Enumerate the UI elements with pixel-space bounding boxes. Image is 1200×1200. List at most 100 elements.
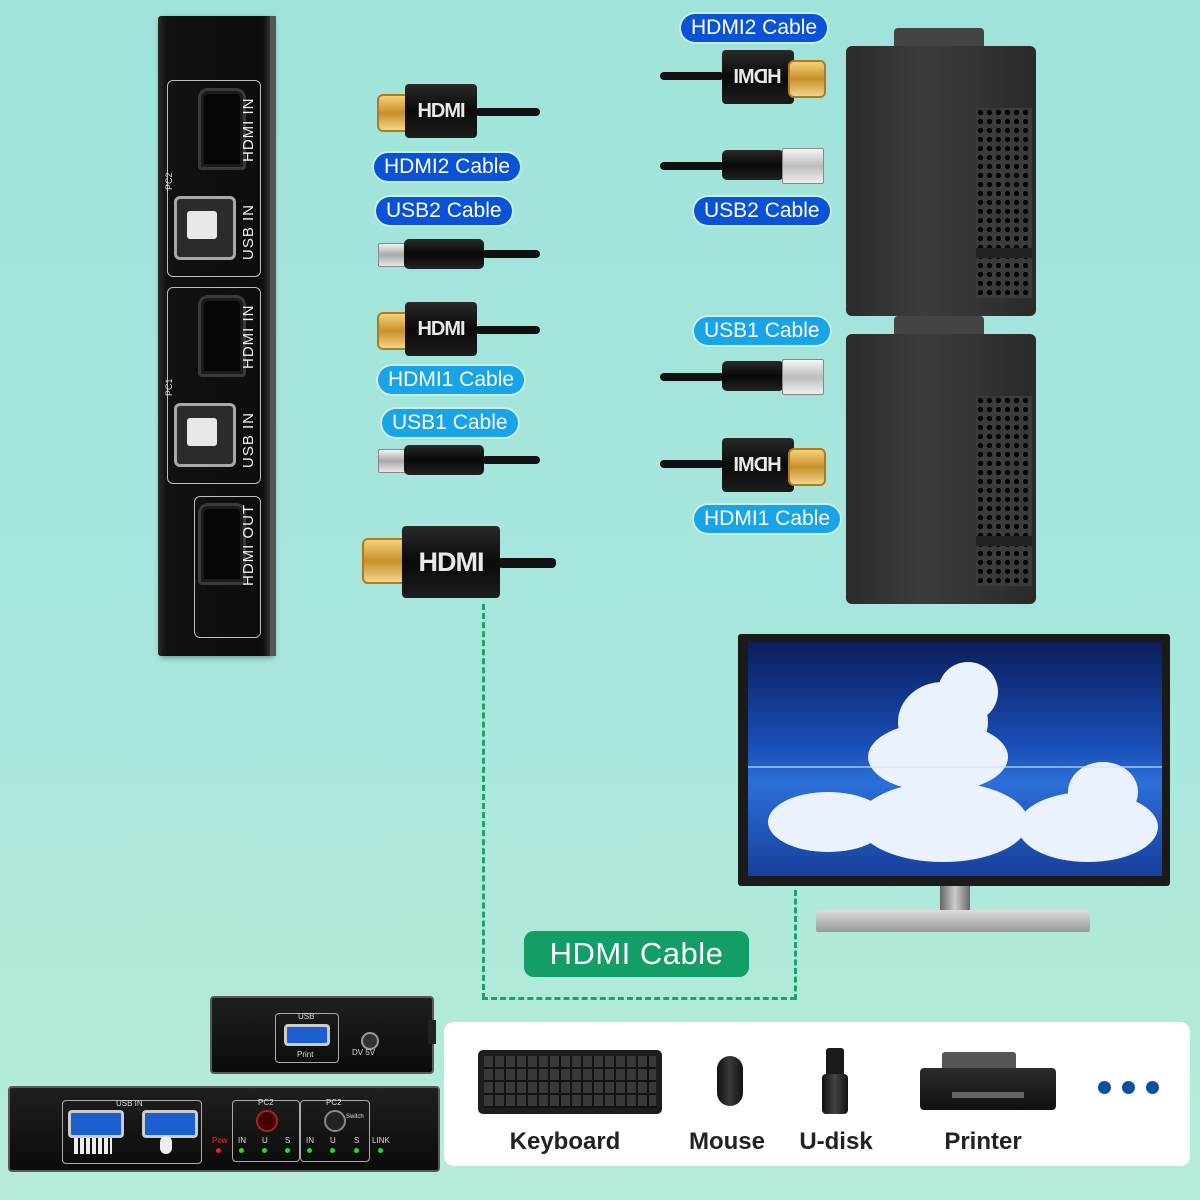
monitor-stand-base bbox=[816, 910, 1090, 932]
switch-label: Switch bbox=[346, 1114, 364, 1120]
in-label-a: IN bbox=[238, 1136, 246, 1145]
usb2-right-plug-metal bbox=[782, 148, 824, 184]
hdmi-out-port[interactable] bbox=[198, 503, 246, 585]
more-dot-2 bbox=[1122, 1081, 1135, 1094]
pc1-hdmi-in-port[interactable] bbox=[198, 295, 246, 377]
hdmi-out-cord bbox=[498, 558, 556, 568]
u-label-b: U bbox=[330, 1136, 336, 1145]
power-led bbox=[216, 1148, 221, 1153]
hdmi-out-label: HDMI OUT bbox=[240, 503, 257, 586]
usb1-cable-label-left: USB1 Cable bbox=[382, 409, 518, 437]
pc1-usb-in-port[interactable] bbox=[174, 403, 236, 467]
pc2-hdmi-in-port[interactable] bbox=[198, 88, 246, 170]
print-usb-port[interactable] bbox=[284, 1024, 330, 1046]
led-s-b bbox=[354, 1148, 359, 1153]
more-dot-3 bbox=[1146, 1081, 1159, 1094]
s-label-b: S bbox=[354, 1136, 360, 1145]
usb2-right-cord bbox=[660, 162, 724, 170]
hdmi-cable-label: HDMI Cable bbox=[524, 931, 749, 977]
pc1-usb-in-label: USB IN bbox=[240, 411, 257, 468]
in-label-b: IN bbox=[306, 1136, 314, 1145]
hdmi-out-port-group bbox=[194, 496, 261, 638]
link-led bbox=[378, 1148, 383, 1153]
hdmi1-cable-label-left: HDMI1 Cable bbox=[378, 366, 525, 394]
led-u-b bbox=[330, 1148, 335, 1153]
usb1-cord bbox=[482, 456, 540, 464]
pc1-tower bbox=[846, 316, 1046, 604]
printer-icon bbox=[942, 1052, 1016, 1070]
usb2-cable-label-right: USB2 Cable bbox=[694, 197, 830, 225]
usb1-plug-metal bbox=[378, 449, 408, 473]
hdmi1-right-cord bbox=[660, 460, 724, 468]
pc2-usb-in-port[interactable] bbox=[174, 196, 236, 260]
dc-power-jack[interactable] bbox=[361, 1032, 379, 1050]
pc2-hdmi-in-label: HDMI IN bbox=[240, 97, 257, 163]
pc2-tag: PC2 bbox=[164, 172, 174, 190]
pc2-switch-button[interactable] bbox=[324, 1110, 346, 1132]
mouse-port-icon bbox=[160, 1136, 172, 1154]
s-label-a: S bbox=[285, 1136, 291, 1145]
usb2-cable-label-left: USB2 Cable bbox=[376, 197, 512, 225]
monitor-screen bbox=[748, 642, 1162, 876]
printer-label: Printer bbox=[944, 1128, 1022, 1155]
hdmi-connection-line-right bbox=[794, 890, 797, 1000]
print-label: Print bbox=[297, 1050, 314, 1059]
hdmi2-cord bbox=[475, 108, 540, 116]
pc1-tag: PC1 bbox=[164, 378, 174, 396]
more-dot-1 bbox=[1098, 1081, 1111, 1094]
hdmi1-plug: HDMI bbox=[405, 302, 477, 356]
hdmi1-cable-label-right: HDMI1 Cable bbox=[694, 505, 841, 533]
hdmi2-right-plug-tip bbox=[788, 60, 826, 98]
usb1-plug bbox=[404, 445, 484, 475]
dc-label: DV 5V bbox=[352, 1048, 376, 1057]
small-usb-label: USB bbox=[298, 1012, 315, 1021]
usb1-cable-label-right: USB1 Cable bbox=[694, 317, 830, 345]
u-label-a: U bbox=[262, 1136, 268, 1145]
keyboard-label: Keyboard bbox=[509, 1128, 621, 1155]
pc2-led-group-a bbox=[232, 1100, 300, 1162]
printer-paper-slot bbox=[952, 1092, 1024, 1098]
keyboard-icon bbox=[478, 1050, 662, 1114]
usb1-right-plug-metal bbox=[782, 359, 824, 395]
pc1-port-group bbox=[167, 287, 261, 484]
pc2-button-a[interactable] bbox=[256, 1110, 278, 1132]
link-label: LINK bbox=[372, 1136, 390, 1145]
pc2-port-group bbox=[167, 80, 261, 277]
keyboard-usb-port[interactable] bbox=[68, 1110, 124, 1138]
u-disk-label: U-disk bbox=[799, 1128, 873, 1155]
hdmi2-plug: HDMI bbox=[405, 84, 477, 138]
usb-in-group bbox=[62, 1100, 202, 1164]
keyboard-port-icon bbox=[74, 1138, 112, 1154]
hdmi-out-plug: HDMI bbox=[402, 526, 500, 598]
pc2-usb-in-label: USB IN bbox=[240, 203, 257, 260]
pow-label: Pow bbox=[212, 1136, 228, 1145]
usb-drive-body bbox=[822, 1074, 848, 1114]
hdmi2-cable-label-right: HDMI2 Cable bbox=[681, 14, 828, 42]
led-s-a bbox=[285, 1148, 290, 1153]
hdmi1-right-plug: HDMI bbox=[722, 438, 794, 492]
hdmi2-cable-label-left: HDMI2 Cable bbox=[374, 153, 521, 181]
hdmi1-cord bbox=[475, 326, 540, 334]
mouse-label: Mouse bbox=[688, 1128, 765, 1155]
pc2-label-a: PC2 bbox=[258, 1098, 274, 1107]
hdmi-connection-line-bottom bbox=[482, 997, 796, 1000]
mouse-icon bbox=[717, 1056, 743, 1106]
usb2-right-plug bbox=[722, 150, 784, 180]
hdmi-connection-line-left bbox=[482, 604, 485, 999]
pc2-tower bbox=[846, 28, 1046, 316]
kvm-side-switch bbox=[428, 1020, 436, 1044]
usb-in-label: USB IN bbox=[116, 1099, 143, 1108]
usb1-right-cord bbox=[660, 373, 724, 381]
kvm-switch-edge bbox=[270, 16, 276, 656]
printer-body bbox=[920, 1068, 1056, 1110]
usb2-cord bbox=[482, 250, 540, 258]
led-in-b bbox=[307, 1148, 312, 1153]
pc2-label-b: PC2 bbox=[326, 1098, 342, 1107]
hdmi2-right-plug: HDMI bbox=[722, 50, 794, 104]
hdmi1-right-plug-tip bbox=[788, 448, 826, 486]
led-in-a bbox=[239, 1148, 244, 1153]
usb-drive-icon bbox=[826, 1048, 844, 1076]
hdmi2-right-cord bbox=[660, 72, 724, 80]
pc2-led-group-b bbox=[300, 1100, 370, 1162]
mouse-usb-port[interactable] bbox=[142, 1110, 198, 1138]
